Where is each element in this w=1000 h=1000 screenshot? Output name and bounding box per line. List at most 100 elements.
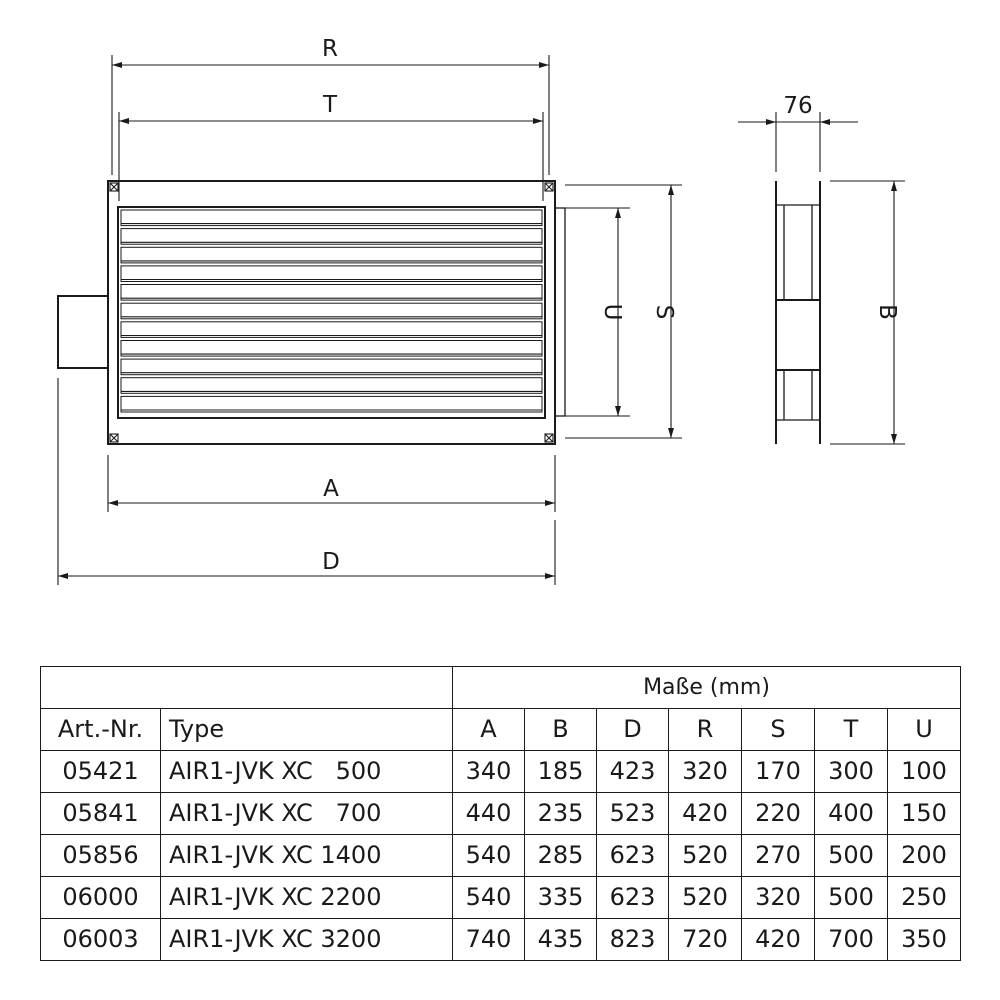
- cell-dimension-s: 270: [741, 834, 815, 877]
- duct-box-right: [554, 207, 566, 417]
- table-header-empty-cell: [40, 666, 453, 709]
- louver-blade: [120, 302, 543, 320]
- louver-area: [117, 206, 546, 419]
- column-header-s: S: [741, 708, 815, 751]
- dimension-s: S: [565, 184, 682, 439]
- screw-icon: [109, 182, 119, 192]
- cell-dimension-d: 423: [596, 750, 669, 793]
- front-view: [57, 180, 566, 445]
- cell-dimension-t: 700: [814, 918, 888, 961]
- cell-dimension-u: 100: [886, 750, 962, 793]
- screw-icon: [544, 433, 554, 443]
- cell-art-nr: 05841: [40, 792, 161, 835]
- louver-blade: [120, 358, 543, 376]
- table-header-row: Art.-Nr. Type A B D R S T U: [40, 708, 962, 751]
- dimension-b: B: [830, 180, 905, 445]
- cell-dimension-u: 250: [886, 876, 962, 919]
- table-group-header: Maße (mm): [451, 666, 962, 709]
- cell-art-nr: 05421: [40, 750, 161, 793]
- cell-dimension-s: 220: [741, 792, 815, 835]
- louver-blade: [120, 228, 543, 245]
- cell-dimension-s: 420: [741, 918, 815, 961]
- louver-blade: [120, 321, 543, 338]
- column-header-d: D: [596, 708, 669, 751]
- dimension-table: Maße (mm) Art.-Nr. Type A B D R S T U 05…: [40, 666, 962, 961]
- cell-type: AIR1-JVK XC 2200: [160, 876, 453, 919]
- dimension-label-t: T: [322, 92, 338, 118]
- cell-type: AIR1-JVK XC 500: [160, 750, 453, 793]
- side-view: [775, 181, 821, 444]
- column-header-a: A: [452, 708, 525, 751]
- dimension-label-r: R: [322, 36, 338, 62]
- cell-dimension-d: 623: [596, 876, 669, 919]
- cell-dimension-a: 440: [452, 792, 525, 835]
- cell-dimension-d: 523: [596, 792, 669, 835]
- cell-dimension-u: 350: [886, 918, 962, 961]
- louver-blades: [120, 209, 543, 413]
- dimension-label-s: S: [651, 305, 677, 320]
- louver-blade: [120, 377, 543, 394]
- cell-dimension-r: 520: [668, 834, 742, 877]
- cell-dimension-a: 340: [452, 750, 525, 793]
- cell-art-nr: 06003: [40, 918, 161, 961]
- dimension-label-u: U: [599, 304, 625, 321]
- duct-stub-left: [57, 295, 109, 369]
- cell-dimension-a: 740: [452, 918, 525, 961]
- dimension-label-b: B: [874, 304, 900, 320]
- cell-dimension-b: 285: [524, 834, 597, 877]
- cell-dimension-b: 335: [524, 876, 597, 919]
- louver-blade: [120, 340, 543, 357]
- cell-dimension-d: 623: [596, 834, 669, 877]
- dimension-r: R: [111, 36, 550, 175]
- screw-icon: [109, 433, 119, 443]
- cell-art-nr: 06000: [40, 876, 161, 919]
- cell-dimension-r: 420: [668, 792, 742, 835]
- louver-blade: [120, 395, 543, 413]
- column-header-t: T: [814, 708, 888, 751]
- dimension-a: A: [107, 455, 556, 512]
- cell-dimension-r: 320: [668, 750, 742, 793]
- dimension-d: D: [57, 378, 556, 585]
- cell-dimension-b: 185: [524, 750, 597, 793]
- louver-blade: [120, 209, 543, 227]
- screw-icon: [544, 182, 554, 192]
- dimension-label-depth: 76: [783, 93, 812, 119]
- column-header-art-nr: Art.-Nr.: [40, 708, 161, 751]
- dimension-t: T: [118, 92, 544, 201]
- cell-type: AIR1-JVK XC 3200: [160, 918, 453, 961]
- cell-dimension-u: 200: [886, 834, 962, 877]
- cell-dimension-t: 300: [814, 750, 888, 793]
- table-group-header-row: Maße (mm): [40, 666, 962, 709]
- cell-dimension-u: 150: [886, 792, 962, 835]
- column-header-r: R: [668, 708, 742, 751]
- cell-dimension-d: 823: [596, 918, 669, 961]
- outer-frame: [107, 180, 556, 445]
- cell-type: AIR1-JVK XC 700: [160, 792, 453, 835]
- cell-art-nr: 05856: [40, 834, 161, 877]
- cell-dimension-t: 500: [814, 876, 888, 919]
- dimension-depth: 76: [738, 93, 858, 172]
- cell-dimension-a: 540: [452, 834, 525, 877]
- dimension-label-a: A: [323, 476, 339, 502]
- dimension-label-d: D: [322, 549, 340, 575]
- louver-blade: [120, 246, 543, 264]
- louver-blade: [120, 284, 543, 301]
- cell-dimension-t: 500: [814, 834, 888, 877]
- column-header-b: B: [524, 708, 597, 751]
- cell-dimension-s: 320: [741, 876, 815, 919]
- corner-screws: [109, 182, 554, 443]
- column-header-u: U: [886, 708, 962, 751]
- cell-dimension-s: 170: [741, 750, 815, 793]
- cell-dimension-t: 400: [814, 792, 888, 835]
- cell-dimension-r: 520: [668, 876, 742, 919]
- cell-dimension-b: 435: [524, 918, 597, 961]
- cell-type: AIR1-JVK XC 1400: [160, 834, 453, 877]
- cell-dimension-r: 720: [668, 918, 742, 961]
- technical-drawing: R T A D U S: [57, 36, 905, 585]
